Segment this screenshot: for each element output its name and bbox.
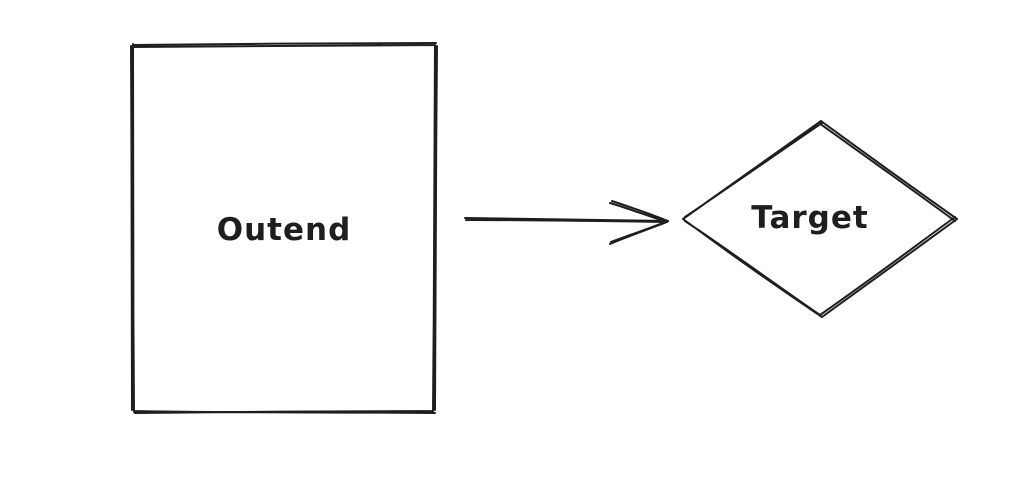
node-target-shape bbox=[682, 120, 958, 318]
node-target[interactable]: Target bbox=[682, 120, 958, 318]
arrow-shaft bbox=[464, 217, 669, 223]
edge-outend-to-target[interactable] bbox=[464, 200, 669, 245]
node-outend-label: Outend bbox=[217, 212, 352, 248]
node-outend-shape bbox=[130, 42, 438, 414]
node-outend[interactable]: Outend bbox=[130, 42, 438, 414]
arrow-head bbox=[609, 200, 669, 245]
node-target-label: Target bbox=[751, 200, 868, 236]
